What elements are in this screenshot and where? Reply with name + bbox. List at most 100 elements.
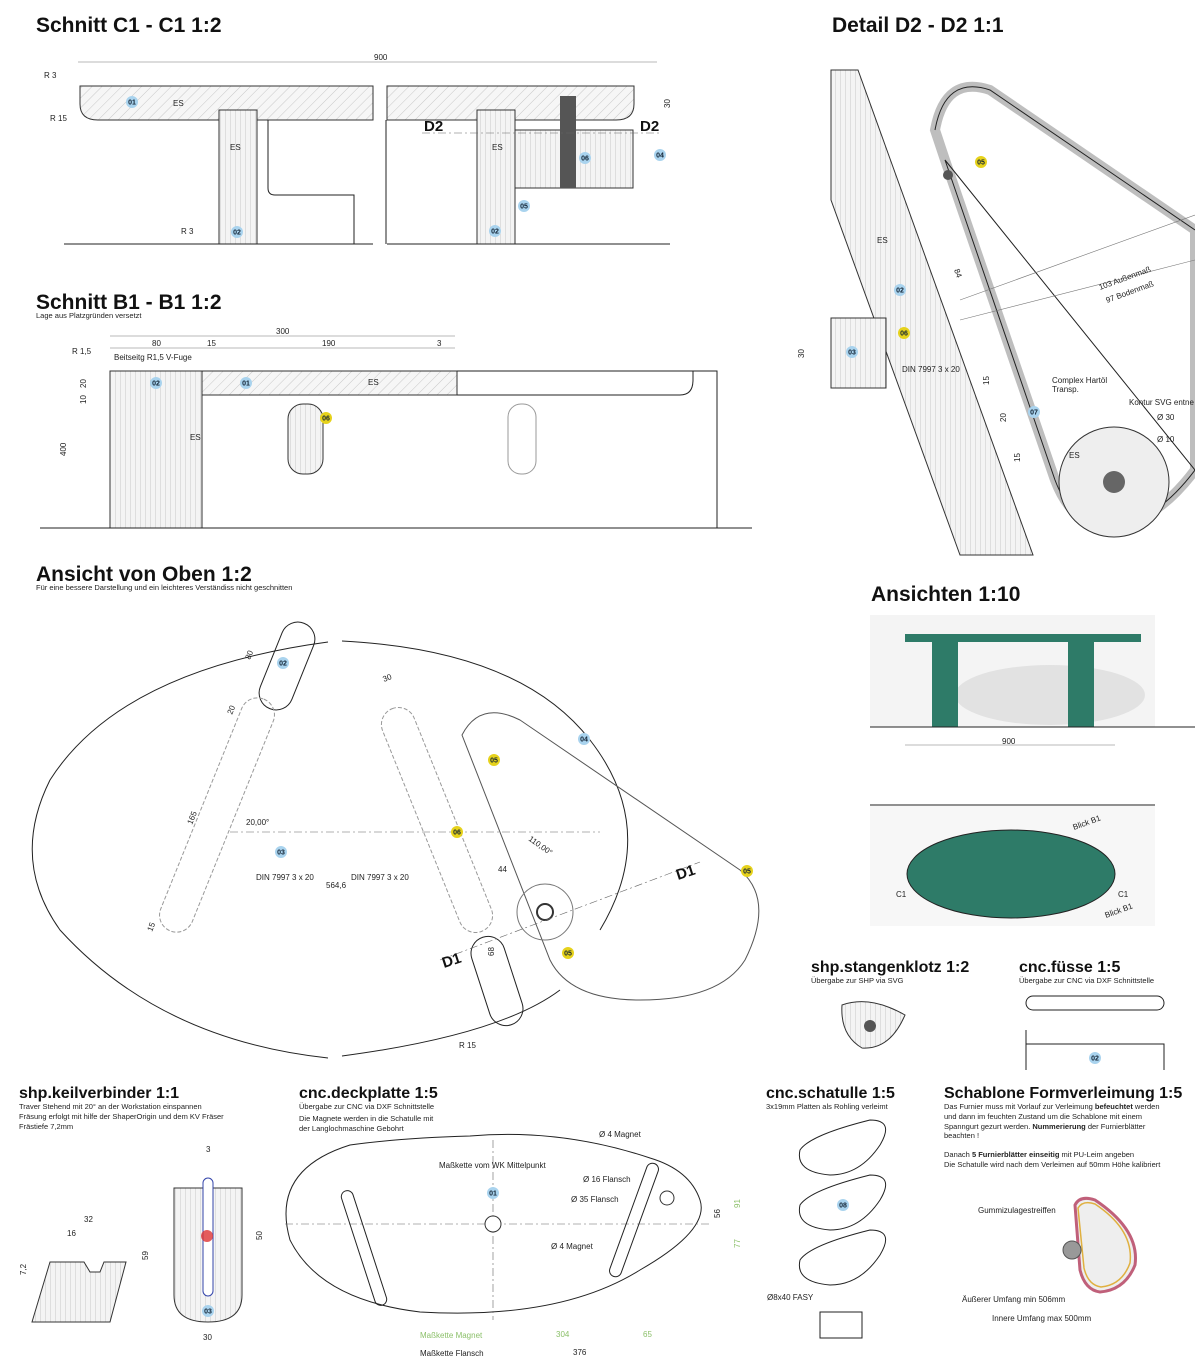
- c1-title: Schnitt C1 - C1 1:2: [36, 14, 222, 37]
- bolt-hole: [1103, 471, 1125, 493]
- bubble: 05: [741, 865, 753, 877]
- label-r3-bottom: R 3: [181, 227, 194, 236]
- label-contour: Kontur SVG entne: [1129, 398, 1194, 407]
- leg-right: [476, 109, 516, 245]
- b1-subtitle: Lage aus Platzgründen versetzt: [36, 311, 142, 320]
- label-c1: C1: [1118, 890, 1129, 899]
- label-v-fuge: Beitseitg R1,5 V-Fuge: [114, 353, 192, 362]
- svg-text:04: 04: [580, 737, 588, 744]
- dowel-detail: [819, 1311, 863, 1339]
- dim-10: 10: [79, 395, 88, 404]
- section-top-view: Ansicht von Oben 1:2 Für eine bessere Da…: [31, 563, 760, 1059]
- label-r15: R 15: [459, 1041, 476, 1050]
- label-es: ES: [230, 143, 241, 152]
- dim-20: 20: [999, 413, 1008, 422]
- label-rubber: Gummizulagestreiffen: [978, 1206, 1056, 1215]
- dim-15: 15: [1013, 453, 1022, 462]
- deck-title: cnc.deckplatte 1:5: [299, 1085, 438, 1102]
- label-d1: D1: [674, 862, 698, 884]
- schablone-note: Die Schatulle wird nach dem Verleimen au…: [944, 1160, 1161, 1169]
- outline: [267, 120, 387, 244]
- dim-900: 900: [1002, 737, 1016, 746]
- label-din: DIN 7997 3 x 20: [256, 873, 314, 882]
- label-din: DIN 7997 3 x 20: [902, 365, 960, 374]
- dim-30: 30: [663, 99, 672, 108]
- dim-165: 165: [186, 809, 200, 825]
- bubble: 06: [320, 412, 332, 424]
- wedge-profile: [31, 1261, 127, 1323]
- leg-left: [218, 109, 258, 245]
- svg-text:02: 02: [896, 288, 904, 295]
- bubble: 06: [898, 327, 910, 339]
- svg-text:02: 02: [152, 381, 160, 388]
- section-views: Ansichten 1:10 900 C1 C1 Blick B1 Blick …: [870, 583, 1195, 926]
- bubble: 01: [240, 377, 252, 389]
- magnet: [943, 170, 953, 180]
- svg-text:02: 02: [1091, 1056, 1099, 1063]
- keil-note: Frästiefe 7,2mm: [19, 1122, 73, 1131]
- board: [798, 1174, 887, 1231]
- views-title: Ansichten 1:10: [871, 583, 1020, 606]
- bubble: 03: [202, 1305, 214, 1317]
- dim-30: 30: [203, 1333, 212, 1342]
- svg-text:02: 02: [491, 229, 499, 236]
- dim-angle-110: 110,00°: [527, 834, 554, 857]
- stangenklotz-title: shp.stangenklotz 1:2: [811, 959, 969, 976]
- label-es: ES: [368, 378, 379, 387]
- dim-56: 56: [713, 1209, 722, 1218]
- section-stangenklotz: shp.stangenklotz 1:2 Übergabe zur SHP vi…: [811, 959, 969, 1049]
- schablone-note: Spanngurt gezurt werden. Nummerierung de…: [944, 1122, 1146, 1131]
- dim-15: 15: [207, 339, 216, 348]
- bubble: 03: [846, 346, 858, 358]
- dim-20: 20: [79, 379, 88, 388]
- label-flansch-35: Ø 35 Flansch: [571, 1195, 619, 1204]
- dim-304: 304: [556, 1330, 570, 1339]
- keil-note: Fräsung erfolgt mit hilfe der ShaperOrig…: [19, 1112, 224, 1121]
- svg-text:06: 06: [581, 156, 589, 163]
- label-c1: C1: [896, 890, 907, 899]
- section-keilverbinder: shp.keilverbinder 1:1 Traver Stehend mit…: [19, 1085, 264, 1342]
- fuesse-subtitle: Übergabe zur CNC via DXF Schnittstelle: [1019, 976, 1154, 985]
- schablone-note: und dann im feuchten Zustand um die Scha…: [944, 1112, 1142, 1121]
- label-chain-magnet: Maßkette Magnet: [420, 1331, 483, 1340]
- bubble: 02: [894, 284, 906, 296]
- schablone-note: beachten !: [944, 1131, 979, 1140]
- board: [798, 1229, 887, 1286]
- outline: [457, 370, 718, 528]
- svg-text:06: 06: [322, 416, 330, 423]
- section-fuesse: cnc.füsse 1:5 Übergabe zur CNC via DXF S…: [1019, 959, 1165, 1070]
- bubble: 02: [489, 225, 501, 237]
- schablone-note: Danach 5 Furnierblätter einseitig mit PU…: [944, 1150, 1134, 1159]
- label-oil-transp: Transp.: [1052, 385, 1079, 394]
- dim-65: 65: [643, 1330, 652, 1339]
- render-leg: [932, 642, 958, 727]
- dim-80: 80: [244, 649, 256, 661]
- label-magnet: Ø 4 Magnet: [551, 1242, 594, 1251]
- dim-3: 3: [437, 339, 442, 348]
- label-fasy: Ø8x40 FASY: [767, 1293, 814, 1302]
- schatulle-title: cnc.schatulle 1:5: [766, 1085, 895, 1102]
- svg-text:03: 03: [848, 350, 856, 357]
- render-top: [906, 829, 1116, 919]
- dim-376: 376: [573, 1348, 587, 1357]
- section-schatulle: cnc.schatulle 1:5 3x19mm Platten als Roh…: [766, 1085, 895, 1339]
- dim-30: 30: [797, 349, 806, 358]
- svg-text:01: 01: [128, 100, 136, 107]
- dim-564-6: 564,6: [326, 881, 347, 890]
- leg-bottom: [470, 935, 524, 1027]
- top-subtitle: Für eine bessere Darstellung und ein lei…: [36, 583, 292, 592]
- label-es: ES: [190, 433, 201, 442]
- flange-hole: [659, 1190, 675, 1206]
- flange: [516, 883, 574, 941]
- dim-16: 16: [67, 1229, 76, 1238]
- dim-77: 77: [733, 1239, 742, 1248]
- bubble: 05: [518, 200, 530, 212]
- label-outer: Äußerer Umfang min 506mm: [962, 1295, 1065, 1304]
- tabletop-left: [79, 85, 374, 121]
- render-tabletop: [905, 634, 1141, 642]
- bolt: [560, 96, 576, 188]
- dim-300: 300: [276, 327, 290, 336]
- bubble: 05: [562, 947, 574, 959]
- cut-line-d1: [439, 861, 701, 961]
